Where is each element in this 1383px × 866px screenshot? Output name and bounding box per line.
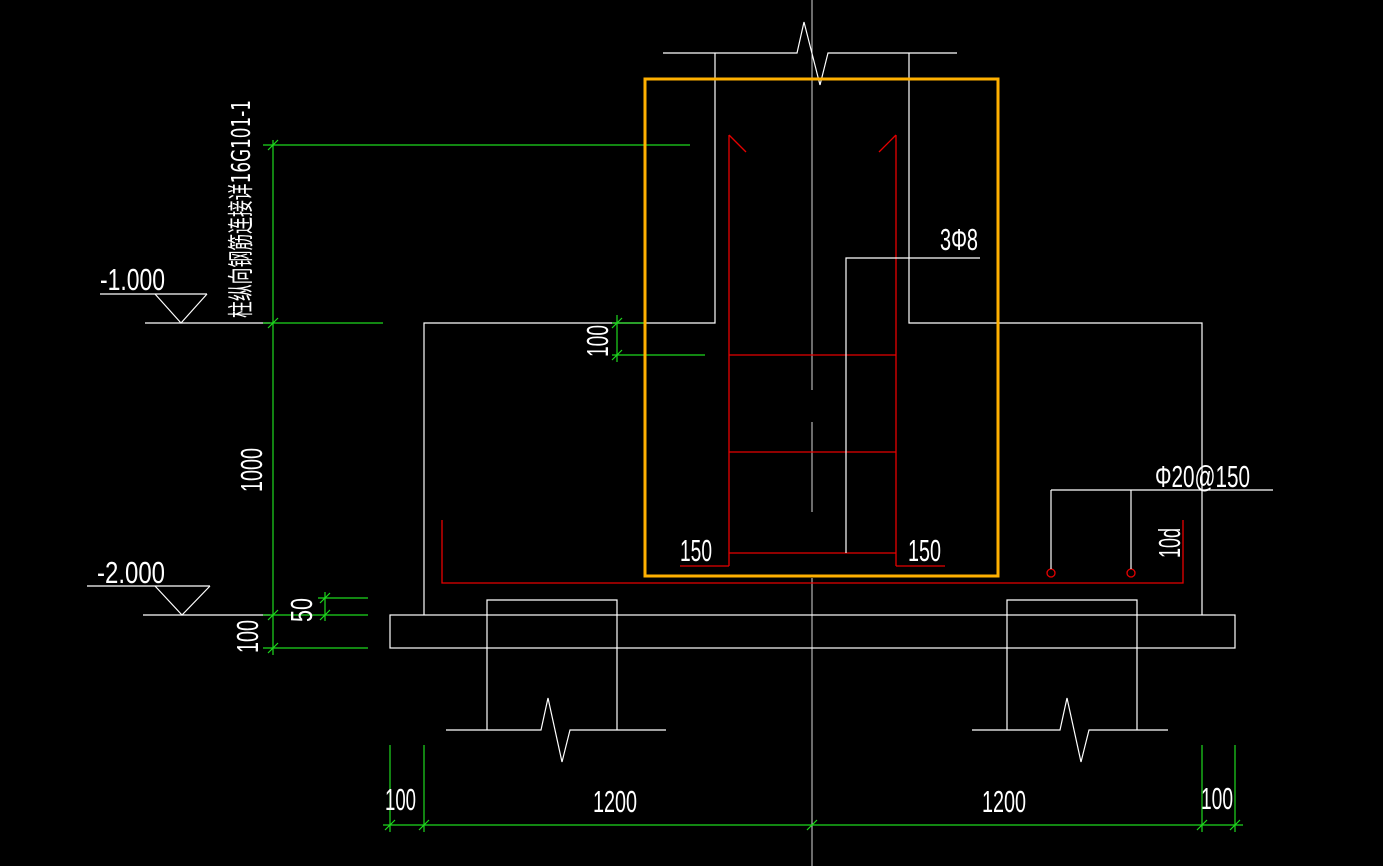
bottom-bar-section-dot [1126, 568, 1136, 578]
column-bar-left-hook [728, 134, 747, 153]
dim-tick [806, 819, 818, 831]
dim-tick [267, 609, 279, 621]
pile-cap-outline [423, 53, 1203, 615]
vertical-dimension-left: 1000 100 [230, 139, 690, 655]
bottom-bar [441, 520, 1184, 584]
dim-label-edge-left: 100 [385, 782, 416, 817]
dim-tick [319, 592, 331, 604]
cap-outline-left [423, 53, 716, 615]
column-bar-right-hook [878, 134, 897, 153]
dim-tick [1196, 819, 1208, 831]
cap-outline-right [908, 53, 1203, 615]
dim-tick [384, 819, 396, 831]
dim-tick [267, 642, 279, 654]
elevation-symbol-bottom: -2.000 [87, 555, 270, 616]
dim-label-stirrup-offset: 100 [580, 325, 615, 357]
column-break-line [663, 21, 957, 86]
pile-left-break-line [446, 697, 666, 763]
column-rebar: 150 150 [680, 134, 945, 568]
dim-tick [611, 317, 623, 329]
cushion-layer [389, 614, 1236, 649]
dim-label-edge-right: 100 [1201, 781, 1233, 816]
dim-tick [319, 609, 331, 621]
pile-left-outline [486, 599, 618, 730]
bottom-bar-section-dot [1046, 568, 1056, 578]
dim-tick [418, 819, 430, 831]
elevation-top-triangle [154, 293, 208, 324]
stirrup-spec-label: 3Φ8 [940, 222, 978, 257]
horizontal-dimension-bottom: 100 1200 1200 100 [383, 745, 1243, 832]
pile-right-break-line [972, 697, 1168, 763]
elevation-bottom-triangle [154, 585, 211, 616]
pile-right-outline [1006, 599, 1138, 730]
dim-label-cushion-thickness: 100 [230, 620, 265, 653]
dim-tick [611, 349, 623, 361]
dim-label-span-right: 1200 [982, 784, 1026, 819]
dim-tick [267, 317, 279, 329]
dim-tick [267, 139, 279, 151]
bend-length-left-label: 150 [680, 533, 712, 568]
elevation-top-label: -1.000 [100, 262, 165, 297]
stirrup-offset-dimension: 100 [580, 315, 705, 362]
pile-right [972, 599, 1168, 763]
bottom-mesh-rebar: 10d [441, 520, 1187, 584]
cover-dimension: 50 [284, 592, 368, 622]
selection-highlight-box [643, 77, 1000, 578]
dim-label-span-left: 1200 [593, 784, 637, 819]
column-rebar-note: 柱纵向钢筋连接详16G101-1 [227, 100, 257, 318]
elevation-symbol-top: -1.000 [100, 262, 270, 324]
bottom-mesh-leader: Φ20@150 [1050, 459, 1273, 569]
dim-label-cap-height: 1000 [234, 448, 269, 492]
stirrup-leader: 3Φ8 [845, 222, 980, 553]
mesh-spec-label: Φ20@150 [1155, 459, 1250, 494]
pile-left [446, 599, 666, 763]
bend-length-right-label: 150 [908, 533, 941, 568]
stirrup-leader-line [845, 257, 980, 553]
dim-label-cover: 50 [284, 598, 319, 622]
elevation-bottom-label: -2.000 [97, 555, 165, 590]
anchorage-length-label: 10d [1152, 528, 1187, 558]
dim-tick [1229, 819, 1241, 831]
